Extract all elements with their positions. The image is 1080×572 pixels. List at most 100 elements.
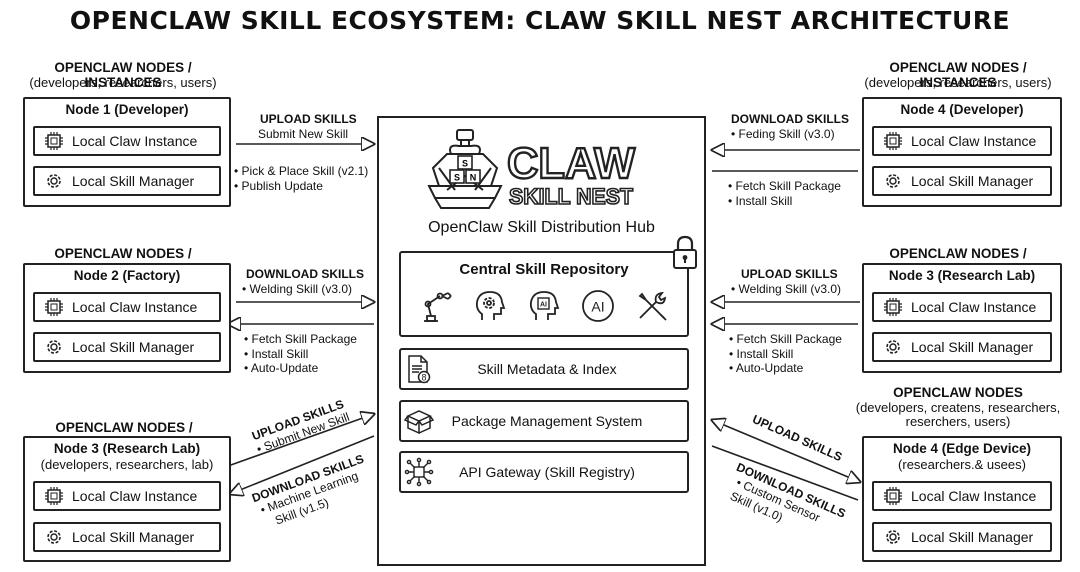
edge-item-list: Fetch Skill Package Install Skill Auto-U… xyxy=(244,332,357,376)
lock-icon xyxy=(673,235,697,269)
edge-item: Welding Skill (v3.0) xyxy=(731,282,841,297)
button-label: Local Claw Instance xyxy=(911,488,1037,504)
document-icon: 8 xyxy=(401,354,437,384)
node-4-edge-card[interactable]: Node 4 (Edge Device) (researchers.& usee… xyxy=(862,436,1062,562)
edge-heading: UPLOAD SKILLS xyxy=(741,267,838,281)
node-2-card[interactable]: Node 2 (Factory) Local Claw Instance Loc… xyxy=(23,263,231,373)
edge-heading: UPLOAD SKILLS xyxy=(260,112,357,126)
tools-icon xyxy=(634,288,670,327)
hub-subtitle: OpenClaw Skill Distribution Hub xyxy=(428,219,655,236)
local-claw-instance-button[interactable]: Local Claw Instance xyxy=(33,292,221,322)
local-claw-instance-button[interactable]: Local Claw Instance xyxy=(33,126,221,156)
row-label: API Gateway (Skill Registry) xyxy=(459,464,635,480)
edge-item-list: Fetch Skill Package Install Skill xyxy=(728,179,841,208)
gear-icon xyxy=(43,526,65,548)
package-box-icon xyxy=(401,407,437,435)
logo-cube-letter: S xyxy=(454,173,460,183)
logo-cube-letter: S xyxy=(462,159,468,169)
ai-badge-text: AI xyxy=(540,302,547,309)
gear-icon xyxy=(43,336,65,358)
local-skill-manager-button[interactable]: Local Skill Manager xyxy=(872,522,1052,552)
button-label: Local Claw Instance xyxy=(72,488,198,504)
node-4-card[interactable]: Node 4 (Developer) Local Claw Instance L… xyxy=(862,97,1062,207)
skill-metadata-index[interactable]: 8 Skill Metadata & Index xyxy=(399,348,689,390)
gear-icon xyxy=(882,170,904,192)
edge-item: Fetch Skill Package xyxy=(728,179,841,194)
robot-arm-icon xyxy=(418,288,454,327)
gear-icon xyxy=(882,336,904,358)
local-skill-manager-button[interactable]: Local Skill Manager xyxy=(33,522,221,552)
local-claw-instance-button[interactable]: Local Claw Instance xyxy=(872,126,1052,156)
local-skill-manager-button[interactable]: Local Skill Manager xyxy=(33,332,221,362)
group-subheading-top-right: (developers, researchers, users) xyxy=(864,75,1052,90)
group-heading-bottom-right: OPENCLAW NODES xyxy=(893,385,1023,400)
edge-item-list: Pick & Place Skill (v2.1) Publish Update xyxy=(234,164,369,194)
node-title: Node 1 (Developer) xyxy=(65,102,189,117)
chip-icon xyxy=(882,130,904,152)
skill-nest-hub: S S N CLAW SKILL NEST OpenClaw Skill Dis… xyxy=(377,116,706,566)
chip-icon xyxy=(43,296,65,318)
gear-icon xyxy=(882,526,904,548)
button-label: Local Skill Manager xyxy=(72,339,195,355)
button-label: Local Claw Instance xyxy=(72,299,198,315)
ai-badge-text: AI xyxy=(591,299,604,315)
button-label: Local Claw Instance xyxy=(72,133,198,149)
node-title: Node 2 (Factory) xyxy=(73,268,181,283)
chip-icon xyxy=(882,485,904,507)
ai-head-icon: AI xyxy=(526,288,562,327)
api-gateway[interactable]: API Gateway (Skill Registry) xyxy=(399,451,689,493)
node-3-research-card[interactable]: Node 3 (Research Lab) Local Claw Instanc… xyxy=(862,263,1062,373)
group-subheading-bottom-right-2: reserchers, users) xyxy=(905,414,1011,429)
package-management-system[interactable]: Package Management System xyxy=(399,400,689,442)
ai-circle-icon: AI xyxy=(580,288,616,327)
button-label: Local Skill Manager xyxy=(911,529,1034,545)
edge-item: Install Skill xyxy=(729,347,842,362)
logo-word-claw: CLAW xyxy=(507,139,635,188)
button-label: Local Claw Instance xyxy=(911,133,1037,149)
node-title: Node 3 (Research Lab) xyxy=(888,268,1036,283)
button-label: Local Claw Instance xyxy=(911,299,1037,315)
node-1-card[interactable]: Node 1 (Developer) Local Claw Instance L… xyxy=(23,97,231,207)
logo-cube-letter: N xyxy=(470,173,477,183)
chip-icon xyxy=(43,130,65,152)
arrow-download-node3-lab xyxy=(230,435,375,494)
edge-item: Install Skill xyxy=(244,347,357,362)
edge-item: Publish Update xyxy=(234,179,368,194)
group-heading-top-right: OPENCLAW NODES / INSTANCES xyxy=(889,60,1027,90)
edge-item-list: Fetch Skill Package Install Skill Auto-U… xyxy=(729,332,842,376)
node-title: Node 4 (Edge Device) xyxy=(892,441,1032,456)
row-label: Skill Metadata & Index xyxy=(477,361,617,377)
group-subheading-bottom-right: (developers, createns, researchers, xyxy=(855,400,1061,415)
node-3-lab-card[interactable]: Node 3 (Research Lab) (developers, resea… xyxy=(23,436,231,562)
gear-head-icon xyxy=(472,288,508,327)
local-skill-manager-button[interactable]: Local Skill Manager xyxy=(872,332,1052,362)
edge-item: Feding Skill (v3.0) xyxy=(731,127,835,142)
page-title: OPENCLAW SKILL ECOSYSTEM: CLAW SKILL NES… xyxy=(69,6,1011,35)
local-claw-instance-button[interactable]: Local Claw Instance xyxy=(872,481,1052,511)
edge-item: Pick & Place Skill (v2.1) xyxy=(234,164,369,179)
gear-icon xyxy=(43,170,65,192)
edge-item: Auto-Update xyxy=(244,361,357,376)
local-skill-manager-button[interactable]: Local Skill Manager xyxy=(872,166,1052,196)
local-claw-instance-button[interactable]: Local Claw Instance xyxy=(872,292,1052,322)
arrow-upload-edge xyxy=(712,420,860,482)
group-subheading-top-left: (developers, researchers, users) xyxy=(29,75,217,90)
local-claw-instance-button[interactable]: Local Claw Instance xyxy=(33,481,221,511)
chip-icon xyxy=(43,485,65,507)
network-hub-icon xyxy=(401,457,437,487)
local-skill-manager-button[interactable]: Local Skill Manager xyxy=(33,166,221,196)
button-label: Local Skill Manager xyxy=(911,339,1034,355)
group-heading-top-left: OPENCLAW NODES / INSTANCES xyxy=(54,60,192,90)
button-label: Local Skill Manager xyxy=(72,173,195,189)
logo-word-skill-nest: SKILL NEST xyxy=(509,184,634,208)
edge-item: Install Skill xyxy=(728,194,841,209)
document-badge: 8 xyxy=(421,373,426,383)
repository-icons: AI AI xyxy=(401,288,687,327)
edge-heading: DOWNLOAD SKILLS xyxy=(731,112,849,126)
logo-wordmark: CLAW SKILL NEST xyxy=(507,138,637,208)
edge-item: Fetch Skill Package xyxy=(244,332,357,347)
edge-item: Fetch Skill Package xyxy=(729,332,842,347)
edge-subtext: Submit New Skill xyxy=(258,127,349,141)
central-skill-repository[interactable]: Central Skill Repository AI AI xyxy=(399,251,689,337)
node-title: Node 3 (Research Lab) xyxy=(53,441,201,456)
